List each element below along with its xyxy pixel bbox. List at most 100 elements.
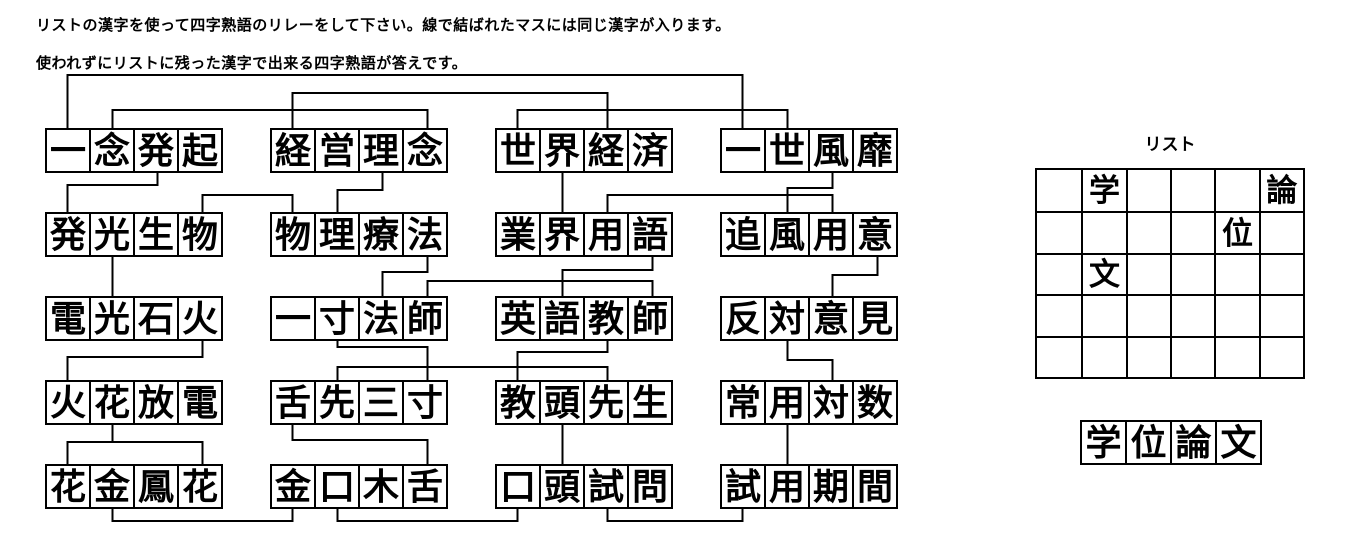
list-cell-empty [1125, 170, 1170, 212]
kanji-cell: 光 [89, 298, 133, 339]
wire-風 [786, 173, 834, 212]
kanji-cell: 放 [133, 382, 177, 423]
kanji-cell: 風 [808, 130, 852, 171]
list-cell-empty [1037, 294, 1082, 335]
list-cell-empty [1037, 252, 1082, 294]
kanji-cell: 師 [627, 298, 671, 339]
idiom-box-一世風靡: 一世風靡 [720, 128, 898, 173]
kanji-cell: 経 [274, 130, 311, 171]
kanji-cell: 石 [133, 298, 177, 339]
kanji-cell: 教 [583, 298, 627, 339]
kanji-cell: 三 [358, 382, 402, 423]
kanji-cell: 見 [852, 298, 896, 339]
answer-cell-位: 位 [1125, 422, 1170, 463]
kanji-cell: 一 [724, 130, 761, 171]
kanji-cell: 経 [583, 130, 627, 171]
kanji-cell: 生 [133, 214, 177, 255]
kanji-cell: 用 [764, 382, 808, 423]
kanji-cell: 鳳 [133, 466, 177, 507]
kanji-cell: 生 [627, 382, 671, 423]
list-cell-empty [1169, 335, 1215, 377]
list-cell-empty [1125, 294, 1170, 336]
kanji-cell: 試 [583, 466, 627, 507]
list-title: リスト [1144, 135, 1196, 154]
wire-発 [66, 173, 159, 212]
kanji-cell: 世 [499, 130, 536, 171]
list-cell-empty [1037, 170, 1081, 211]
kanji-cell: 対 [808, 382, 852, 423]
answer-cell-学: 学 [1085, 422, 1122, 463]
kanji-cell: 舌 [402, 466, 446, 507]
kanji-cell: 火 [49, 382, 86, 423]
answer-cell-論: 論 [1170, 422, 1215, 463]
kanji-cell: 意 [852, 214, 896, 255]
wire-意 [831, 257, 879, 296]
kanji-cell: 間 [852, 466, 896, 507]
kanji-cell: 教 [499, 382, 536, 423]
list-cell-empty [1169, 211, 1215, 253]
idiom-box-金口木舌: 金口木舌 [270, 464, 448, 509]
idiom-box-物理療法: 物理療法 [270, 212, 448, 257]
list-cell-empty [1214, 252, 1259, 295]
kanji-cell: 反 [724, 298, 761, 339]
kanji-cell: 頭 [539, 382, 583, 423]
kanji-cell: 電 [49, 298, 86, 339]
wire-語 [561, 257, 654, 296]
kanji-cell: 頭 [539, 466, 583, 507]
kanji-cell: 用 [764, 466, 808, 507]
wire-花 [112, 441, 204, 464]
list-cell-empty [1214, 335, 1259, 377]
kanji-cell: 先 [314, 382, 358, 423]
kanji-cell: 発 [133, 130, 177, 171]
kanji-cell: 花 [49, 466, 86, 507]
list-cell-empty [1258, 211, 1303, 253]
instruction-line-1: リストの漢字を使って四字熟語のリレーをして下さい。線で結ばれたマスには同じ漢字が… [36, 17, 731, 34]
answer-box: 学位論文 [1080, 420, 1262, 465]
kanji-cell: 電 [177, 382, 221, 423]
kanji-cell: 理 [358, 130, 402, 171]
idiom-box-常用対数: 常用対数 [720, 380, 898, 425]
list-cell-empty [1037, 335, 1082, 377]
list-cell-empty [1125, 335, 1170, 377]
list-cell-文: 文 [1081, 252, 1126, 295]
list-cell-論: 論 [1258, 170, 1303, 212]
wire-対 [786, 341, 834, 380]
wire-試 [606, 509, 744, 522]
kanji-cell: 用 [808, 214, 852, 255]
kanji-cell: 法 [358, 298, 402, 339]
idiom-box-英語教師: 英語教師 [495, 296, 673, 341]
kanji-cell: 火 [177, 298, 221, 339]
wire-念 [111, 109, 429, 128]
kanji-cell: 界 [539, 130, 583, 171]
kanji-cell: 風 [764, 214, 808, 255]
list-cell-empty [1258, 252, 1303, 295]
kanji-cell: 起 [177, 130, 221, 171]
kanji-cell: 意 [808, 298, 852, 339]
wire-世 [516, 109, 789, 128]
kanji-cell: 靡 [852, 130, 896, 171]
kanji-cell: 語 [627, 214, 671, 255]
wire-口 [336, 509, 519, 522]
kanji-cell: 営 [314, 130, 358, 171]
kanji-list-grid: 学論位文 [1035, 168, 1305, 379]
idiom-box-反対意見: 反対意見 [720, 296, 898, 341]
kanji-cell: 念 [402, 130, 446, 171]
kanji-cell: 一 [49, 130, 86, 171]
wire-理 [336, 173, 384, 212]
kanji-cell: 用 [583, 214, 627, 255]
kanji-cell: 金 [89, 466, 133, 507]
kanji-cell: 光 [89, 214, 133, 255]
kanji-cell: 花 [177, 466, 221, 507]
idiom-box-花金鳳花: 花金鳳花 [45, 464, 223, 509]
kanji-cell: 寸 [402, 382, 446, 423]
list-cell-empty [1214, 294, 1259, 336]
kanji-cell: 口 [499, 466, 536, 507]
kanji-cell: 舌 [274, 382, 311, 423]
wire-先 [336, 366, 609, 380]
idiom-box-火花放電: 火花放電 [45, 380, 223, 425]
kanji-cell: 試 [724, 466, 761, 507]
kanji-cell: 理 [314, 214, 358, 255]
list-cell-empty [1081, 211, 1126, 253]
